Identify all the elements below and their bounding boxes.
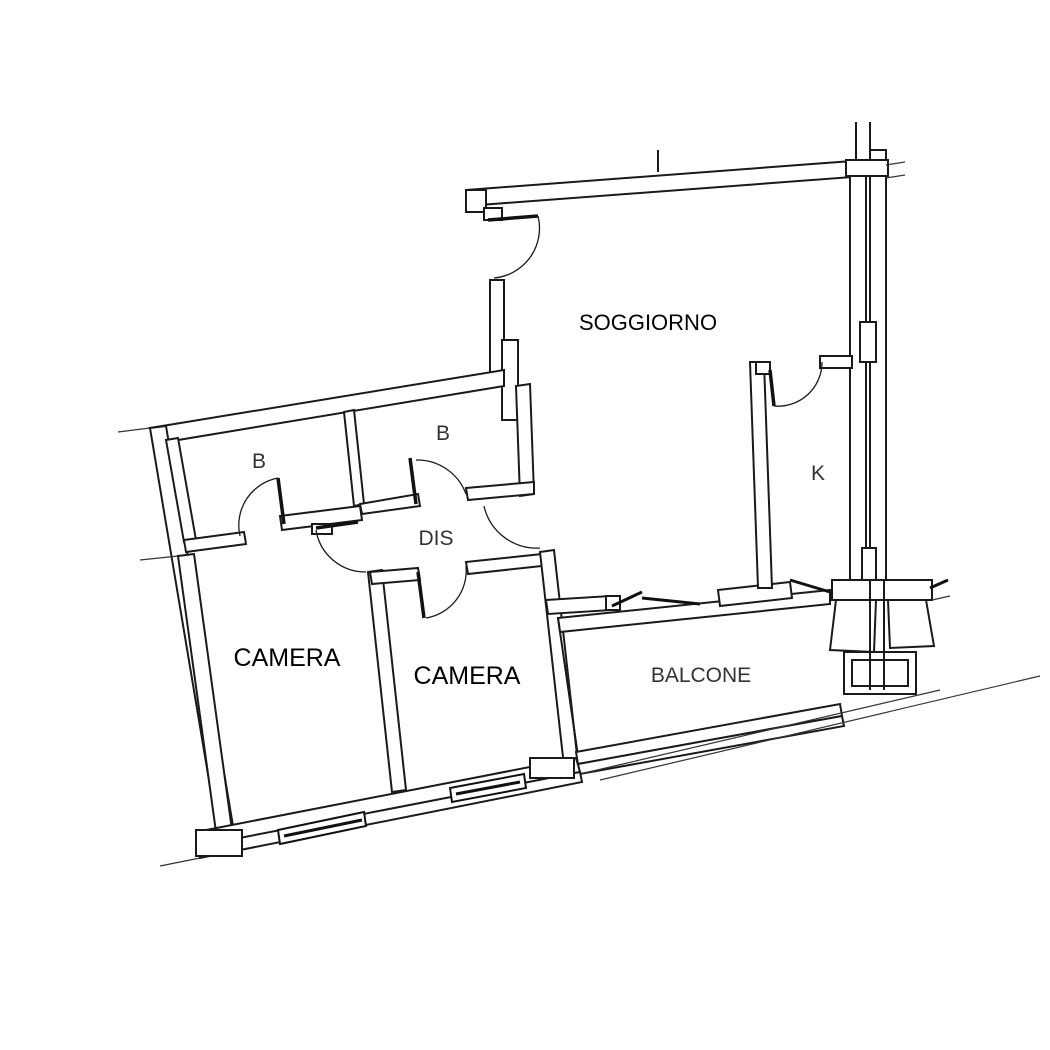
balcony-walls [574,675,1041,781]
label-camera-2: CAMERA [414,662,521,690]
label-camera-1: CAMERA [234,644,341,672]
shaft [828,578,951,695]
kitchen-door [768,361,823,407]
outer-walls [465,122,906,581]
bathroom-walls [117,368,536,836]
kitchen-walls [748,355,853,589]
label-cucina: K [811,462,825,485]
doors [238,214,823,619]
bedroom-1-door [315,520,367,573]
bathroom-1-door [238,477,286,537]
balcony-divider [544,578,831,757]
label-bagno-1: B [252,450,266,473]
label-soggiorno: SOGGIORNO [579,310,717,335]
bottom-windows [276,772,528,846]
bathroom-2-door [408,457,467,505]
living-room-door [483,505,541,549]
room-labels: SOGGIORNO B B DIS K CAMERA CAMERA BALCON… [234,310,825,690]
label-balcone: BALCONE [651,664,751,687]
bedroom-2-door [416,565,467,619]
entrance-door [487,214,541,279]
label-bagno-2: B [436,422,450,445]
label-disimpegno: DIS [418,527,453,550]
